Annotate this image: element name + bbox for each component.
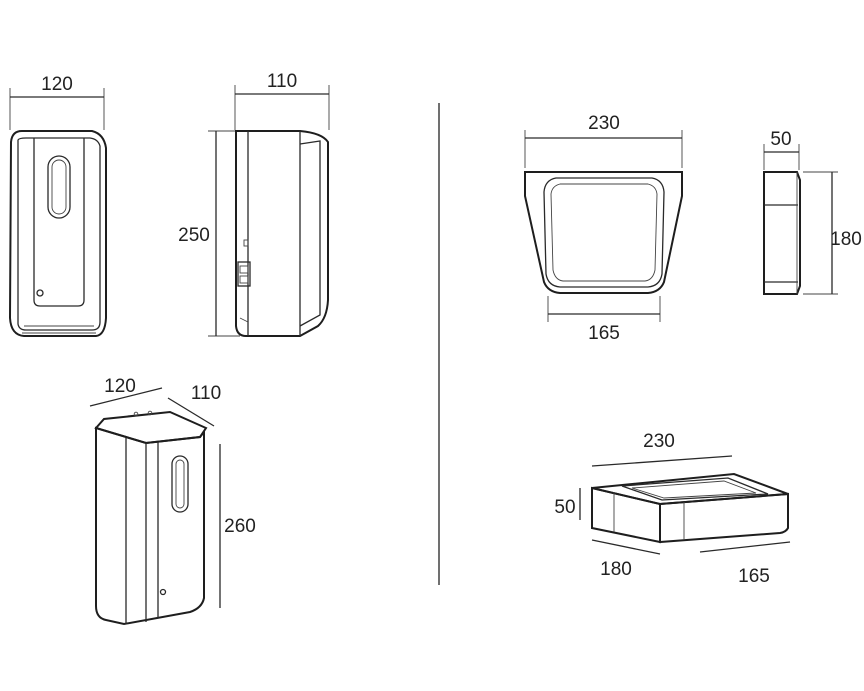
side-depth-label: 110 — [267, 71, 297, 92]
tray-iso-inner-width-label: 165 — [738, 566, 770, 587]
dispenser-side-view: 110 250 — [178, 71, 330, 337]
tray-iso-length-label: 180 — [600, 559, 632, 580]
tray-side-depth-label: 50 — [770, 129, 791, 150]
tray-iso-height-label: 50 — [554, 497, 575, 518]
side-height-label: 250 — [178, 225, 210, 246]
tray-top-inner-width-label: 165 — [588, 323, 620, 344]
tray-top-view: 230 165 — [524, 113, 683, 344]
iso-depth-label: 110 — [191, 383, 221, 404]
tray-side-view: 50 180 — [763, 129, 862, 295]
front-width-label: 120 — [41, 74, 73, 95]
tray-side-length-label: 180 — [830, 229, 862, 250]
dispenser-front-view: 120 — [8, 74, 107, 337]
tray-iso-view: 230 50 180 165 — [554, 431, 791, 587]
iso-width-label: 120 — [104, 376, 136, 397]
iso-height-label: 260 — [224, 516, 256, 537]
tray-top-outer-width-label: 230 — [588, 113, 620, 134]
dispenser-iso-view: 120 110 260 — [89, 376, 256, 626]
tray-iso-width-label: 230 — [643, 431, 675, 452]
